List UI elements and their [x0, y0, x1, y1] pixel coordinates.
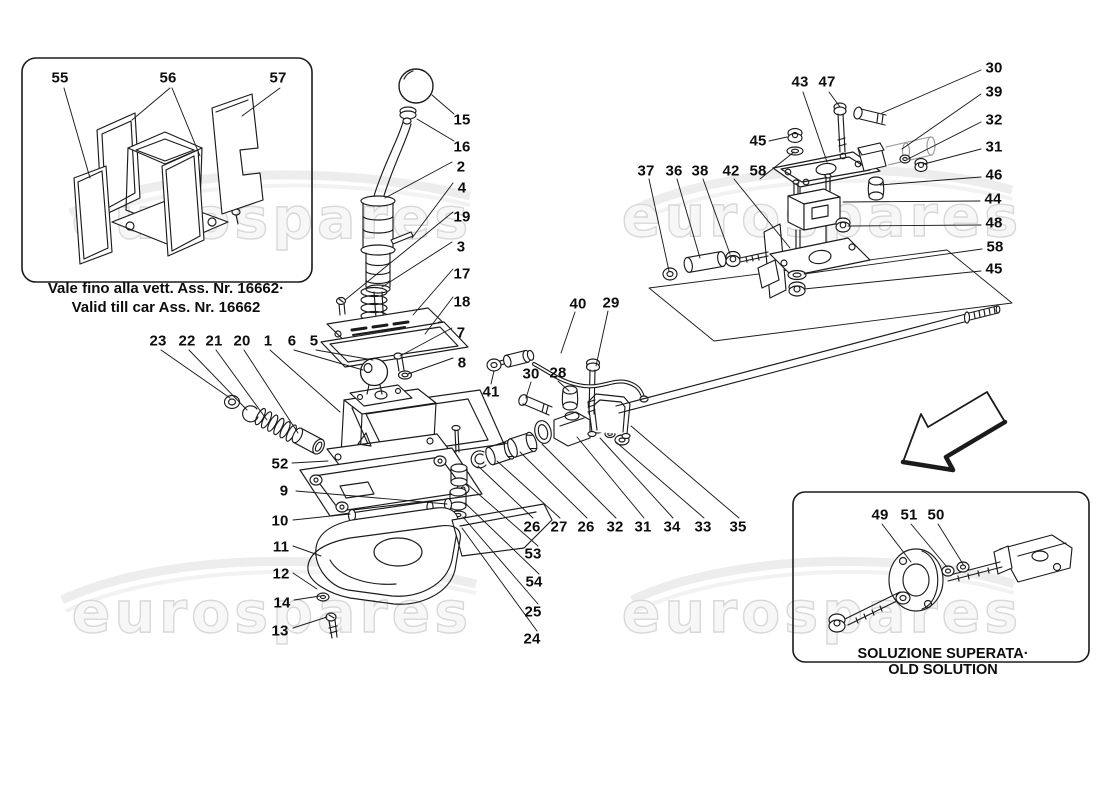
part-label-9: 9 [279, 482, 289, 500]
part-label-33: 33 [694, 518, 712, 536]
part-label-29: 29 [602, 294, 620, 312]
part-label-41: 41 [482, 383, 500, 401]
part-label-45: 45 [985, 260, 1003, 278]
part-label-21: 21 [205, 332, 223, 350]
part-label-42: 42 [722, 162, 740, 180]
part-label-30: 30 [985, 59, 1003, 77]
part-label-56: 56 [159, 69, 177, 87]
part-label-46: 46 [985, 166, 1003, 184]
inset-box-old-solution [792, 491, 1090, 663]
part-label-40: 40 [569, 295, 587, 313]
part-label-54: 54 [525, 573, 543, 591]
part-label-3: 3 [456, 238, 466, 256]
part-label-11: 11 [272, 538, 290, 556]
part-label-44: 44 [984, 190, 1002, 208]
caption-old-solution-line1: SOLUZIONE SUPERATA· [857, 646, 1029, 662]
part-label-2: 2 [456, 158, 466, 176]
part-label-34: 34 [663, 518, 681, 536]
direction-arrow [900, 391, 1008, 473]
inset-box-valid-till [21, 57, 313, 283]
part-label-17: 17 [453, 265, 471, 283]
part-label-55: 55 [51, 69, 69, 87]
watermark-bottom-right: eurospares [621, 556, 1022, 647]
part-label-1: 1 [263, 332, 273, 350]
part-label-52: 52 [271, 455, 289, 473]
part-label-35: 35 [729, 518, 747, 536]
part-label-31: 31 [985, 138, 1003, 156]
part-label-22: 22 [178, 332, 196, 350]
part-label-23: 23 [149, 332, 167, 350]
part-label-39: 39 [985, 83, 1003, 101]
part-label-15: 15 [453, 111, 471, 129]
part-label-50: 50 [927, 506, 945, 524]
part-label-47: 47 [818, 73, 836, 91]
cable-drawing [486, 349, 649, 403]
part-label-7: 7 [456, 324, 466, 342]
part-label-37: 37 [637, 162, 655, 180]
part-label-48: 48 [985, 214, 1003, 232]
caption-old-solution-line2: OLD SOLUTION [888, 662, 998, 678]
part-label-32: 32 [606, 518, 624, 536]
part-label-38: 38 [691, 162, 709, 180]
part-label-13: 13 [271, 622, 289, 640]
part-label-26: 26 [523, 518, 541, 536]
part-label-5: 5 [309, 332, 319, 350]
part-label-24: 24 [523, 630, 541, 648]
part-label-26: 26 [577, 518, 595, 536]
part-label-8: 8 [457, 354, 467, 372]
part-label-12: 12 [272, 565, 290, 583]
part-label-4: 4 [457, 179, 467, 197]
part-label-45: 45 [749, 132, 767, 150]
gate-plate-drawing [320, 307, 469, 380]
part-label-43: 43 [791, 73, 809, 91]
part-label-16: 16 [453, 138, 471, 156]
lower-housing-drawing [307, 497, 553, 639]
part-label-51: 51 [900, 506, 918, 524]
part-label-36: 36 [665, 162, 683, 180]
part-label-49: 49 [871, 506, 889, 524]
part-label-25: 25 [524, 603, 542, 621]
part-label-20: 20 [233, 332, 251, 350]
shift-lever-drawing [335, 68, 434, 346]
caption-valid-till-line1: Vale fino alla vett. Ass. Nr. 16662· [47, 280, 285, 297]
leader-lines [63, 69, 983, 632]
svg-text:eurospares: eurospares [622, 580, 1022, 646]
lower-frame-plate-drawing [299, 432, 483, 517]
part-label-19: 19 [453, 208, 471, 226]
support-bracket-drawing [662, 102, 936, 299]
part-label-32: 32 [985, 111, 1003, 129]
part-label-31: 31 [634, 518, 652, 536]
caption-valid-till-line2: Valid till car Ass. Nr. 16662 [71, 299, 261, 316]
part-label-6: 6 [287, 332, 297, 350]
part-label-10: 10 [271, 512, 289, 530]
part-label-14: 14 [273, 594, 291, 612]
part-label-58: 58 [749, 162, 767, 180]
linkage-joint-drawing [470, 358, 631, 469]
part-label-18: 18 [453, 293, 471, 311]
part-label-53: 53 [524, 545, 542, 563]
part-label-27: 27 [550, 518, 568, 536]
part-label-30: 30 [522, 365, 540, 383]
part-label-58: 58 [986, 238, 1004, 256]
part-label-57: 57 [269, 69, 287, 87]
part-label-28: 28 [549, 364, 567, 382]
